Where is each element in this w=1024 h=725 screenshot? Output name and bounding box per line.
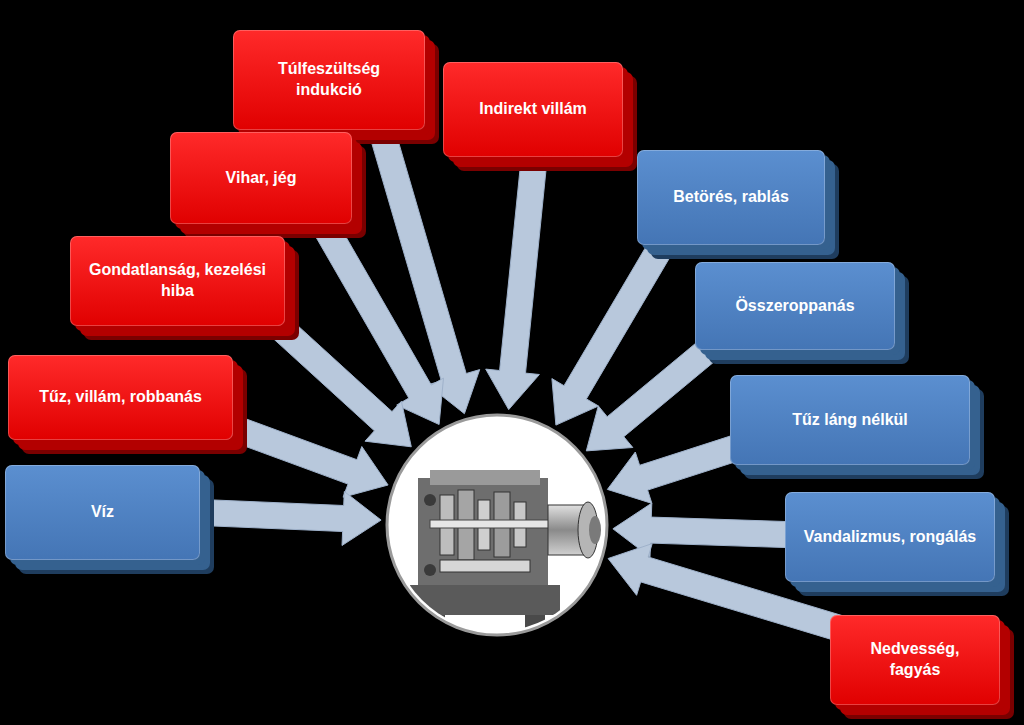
- node-label: Gondatlanság, kezelési hiba: [88, 260, 268, 302]
- red-risk-box: Vihar, jég: [170, 132, 352, 224]
- blue-risk-box: Vandalizmus, rongálás: [785, 492, 995, 582]
- node-label: Túlfeszültség indukció: [254, 59, 404, 101]
- block-arrow: [368, 121, 480, 413]
- block-arrow: [261, 308, 411, 446]
- block-arrow: [607, 433, 749, 504]
- node-label: Betörés, rablás: [673, 187, 789, 208]
- blue-risk-box: Tűz láng nélkül: [730, 375, 970, 465]
- node-label: Indirekt villám: [479, 99, 587, 120]
- blue-risk-box: Betörés, rablás: [637, 150, 825, 245]
- red-risk-box: Túlfeszültség indukció: [233, 30, 425, 130]
- blue-risk-box: Összeroppanás: [695, 262, 895, 350]
- node-label: Tűz, villám, robbanás: [39, 387, 202, 408]
- blue-risk-box: Víz: [5, 465, 200, 560]
- red-risk-box: Nedvesség, fagyás: [830, 615, 1000, 705]
- node-label: Víz: [91, 502, 114, 523]
- block-arrow: [190, 492, 382, 546]
- node-label: Vihar, jég: [226, 168, 297, 189]
- block-arrow: [486, 149, 548, 410]
- block-arrow: [309, 212, 444, 425]
- block-arrow: [221, 413, 389, 497]
- illustration-circle: [387, 415, 607, 635]
- red-risk-box: Tűz, villám, robbanás: [8, 355, 233, 440]
- red-risk-box: Gondatlanság, kezelési hiba: [70, 236, 285, 326]
- node-label: Összeroppanás: [735, 296, 854, 317]
- node-label: Nedvesség, fagyás: [850, 639, 980, 681]
- node-label: Tűz láng nélkül: [792, 410, 908, 431]
- node-label: Vandalizmus, rongálás: [804, 527, 977, 548]
- red-risk-box: Indirekt villám: [443, 62, 623, 157]
- gearbox-drawing: [410, 470, 601, 640]
